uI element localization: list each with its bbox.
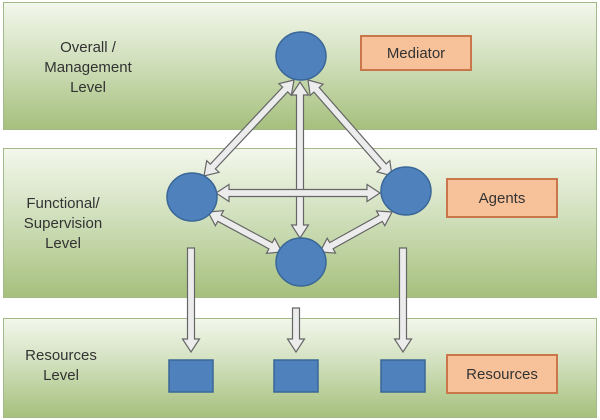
- resources-tag: Resources: [446, 354, 558, 394]
- mediator-tag: Mediator: [360, 35, 472, 71]
- arrow-left-bottom-agent: [207, 210, 283, 254]
- arrows-layer: [181, 79, 413, 354]
- management-level-label: Overall / Management Level: [44, 39, 132, 96]
- arrow-mediator-left-agent: [203, 79, 295, 177]
- resources-level-label: Resources Level: [25, 347, 97, 384]
- supervision-level-label: Functional/ Supervision Level: [23, 195, 103, 252]
- arrow-bottom-agent-to-resource: [286, 307, 306, 354]
- arrow-right-agent-to-resource: [393, 247, 413, 354]
- agent-node-right: [380, 166, 432, 216]
- arrow-left-right-agent: [214, 183, 382, 203]
- arrow-left-agent-to-resource: [181, 247, 201, 354]
- arrow-mediator-bottom-agent: [290, 80, 310, 240]
- arrow-right-bottom-agent: [319, 210, 393, 254]
- mediator-node: [275, 31, 327, 81]
- agents-tag: Agents: [446, 178, 558, 218]
- agent-node-left: [166, 172, 218, 222]
- resource-square-left: [168, 359, 214, 393]
- agent-node-bottom: [275, 237, 327, 287]
- resource-square-middle: [273, 359, 319, 393]
- nodes-layer: [166, 31, 432, 393]
- resource-square-right: [380, 359, 426, 393]
- arrow-mediator-right-agent: [307, 79, 393, 177]
